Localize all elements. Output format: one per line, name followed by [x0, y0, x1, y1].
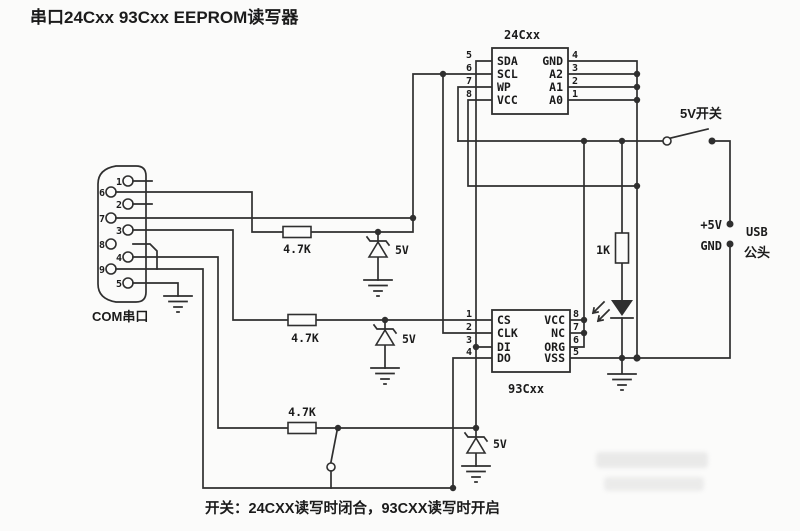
- db9-pin-number: 6: [99, 188, 105, 199]
- watermark: [596, 452, 708, 491]
- pin-label: VCC: [544, 313, 565, 327]
- usb-gnd-label: GND: [700, 239, 722, 253]
- db9-pin: [122, 175, 134, 187]
- pin-label: NC: [551, 326, 565, 340]
- db9-pin: [105, 263, 117, 275]
- resistor-label: 4.7K: [291, 331, 319, 345]
- pin-number: 7: [573, 322, 579, 333]
- pin-label: VSS: [544, 351, 565, 365]
- resistor-4k7-1: 4.7K: [282, 225, 312, 256]
- chip-name: 24Cxx: [504, 28, 540, 42]
- usb-connector: +5V GND USB 公头: [700, 218, 770, 260]
- resistor-1k: 1K: [596, 232, 630, 264]
- db9-pin: [105, 238, 117, 250]
- pin-label: SDA: [497, 54, 518, 68]
- pin-label: A1: [549, 80, 563, 94]
- db9-pin: [122, 198, 134, 210]
- pin-number: 4: [572, 50, 578, 61]
- resistor-label: 4.7K: [288, 405, 316, 419]
- pin-number: 3: [466, 335, 472, 346]
- pin-number: 8: [573, 309, 579, 320]
- zener-diode-2: 5V: [370, 319, 416, 385]
- pin-number: 2: [466, 322, 472, 333]
- pin-label: A0: [549, 93, 563, 107]
- db9-pin: [122, 224, 134, 236]
- zener-diode-1: 5V: [363, 231, 409, 297]
- usb-5v-label: +5V: [700, 218, 722, 232]
- pin-number: 6: [573, 335, 579, 346]
- ground-icon: [461, 465, 491, 483]
- junction-dots: [334, 70, 641, 492]
- usb-name: 公头: [744, 245, 770, 260]
- zener-label: 5V: [395, 243, 409, 257]
- chip-body: [491, 47, 569, 115]
- wires: [115, 60, 731, 489]
- resistor-4k7-3: 4.7K: [287, 405, 317, 435]
- db9-pin-number: 7: [99, 214, 105, 225]
- pin-number: 8: [466, 89, 472, 100]
- led: [591, 300, 634, 323]
- pin-number: 1: [466, 309, 472, 320]
- db9-pin-number: 1: [116, 177, 122, 188]
- resistor-label: 4.7K: [283, 242, 311, 256]
- switch-label: 5V开关: [680, 106, 722, 121]
- pin-number: 1: [572, 89, 578, 100]
- zener-label: 5V: [493, 437, 507, 451]
- pin-number: 4: [466, 347, 472, 358]
- mode-switch: [326, 430, 338, 489]
- pin-number: 7: [466, 76, 472, 87]
- note: 开关：24CXX读写时闭合，93CXX读写时开启: [205, 499, 500, 517]
- db9-pin-number: 5: [116, 279, 122, 290]
- chip-body: [491, 309, 571, 373]
- usb-name: USB: [746, 225, 768, 239]
- db9-pin-number: 9: [99, 265, 105, 276]
- pin-label: DI: [497, 340, 511, 354]
- db9-pin: [122, 251, 134, 263]
- db9-pin-number: 2: [116, 200, 122, 211]
- db9-pin: [105, 212, 117, 224]
- db9-pin: [122, 277, 134, 289]
- ground-icon: [607, 357, 637, 391]
- pin-number: 5: [573, 347, 579, 358]
- pin-label: SCL: [497, 67, 518, 81]
- chip-name: 93Cxx: [508, 382, 544, 396]
- db9-pin-number: 3: [116, 226, 122, 237]
- db9-pin: [105, 186, 117, 198]
- pin-label: A2: [549, 67, 563, 81]
- pin-label: CLK: [497, 326, 518, 340]
- chip-93cxx: 93Cxx CS CLK DI DO VCC NC ORG VSS 1 2 3 …: [466, 309, 579, 396]
- resistor-label: 1K: [596, 243, 610, 257]
- pin-label: GND: [542, 54, 563, 68]
- page-title: 串口24Cxx 93Cxx EEPROM读写器: [30, 7, 299, 27]
- ground-icon: [363, 279, 393, 297]
- ground-icon: [370, 367, 400, 385]
- db9-label: COM串口: [92, 309, 148, 324]
- zener-label: 5V: [402, 332, 416, 346]
- ground-icon: [163, 295, 193, 313]
- pin-number: 3: [572, 63, 578, 74]
- db9-pin-number: 8: [99, 240, 105, 251]
- chip-24cxx: 24Cxx SDA SCL WP VCC GND A2 A1 A0 5 6 7 …: [466, 28, 578, 115]
- pin-label: DO: [497, 351, 511, 365]
- switch-5v: 5V开关: [662, 106, 722, 146]
- pin-number: 5: [466, 50, 472, 61]
- pin-label: WP: [497, 80, 511, 94]
- resistor-4k7-2: 4.7K: [287, 313, 319, 345]
- pin-label: CS: [497, 313, 511, 327]
- zener-diode-3: 5V: [461, 427, 507, 483]
- db9-pin-number: 4: [116, 253, 122, 264]
- pin-label: VCC: [497, 93, 518, 107]
- pin-number: 6: [466, 63, 472, 74]
- pin-label: ORG: [544, 340, 565, 354]
- db9-shell: [97, 165, 147, 303]
- db9-connector: 1 2 3 4 5 6 7 8 9 COM串口: [92, 165, 148, 324]
- pin-number: 2: [572, 76, 578, 87]
